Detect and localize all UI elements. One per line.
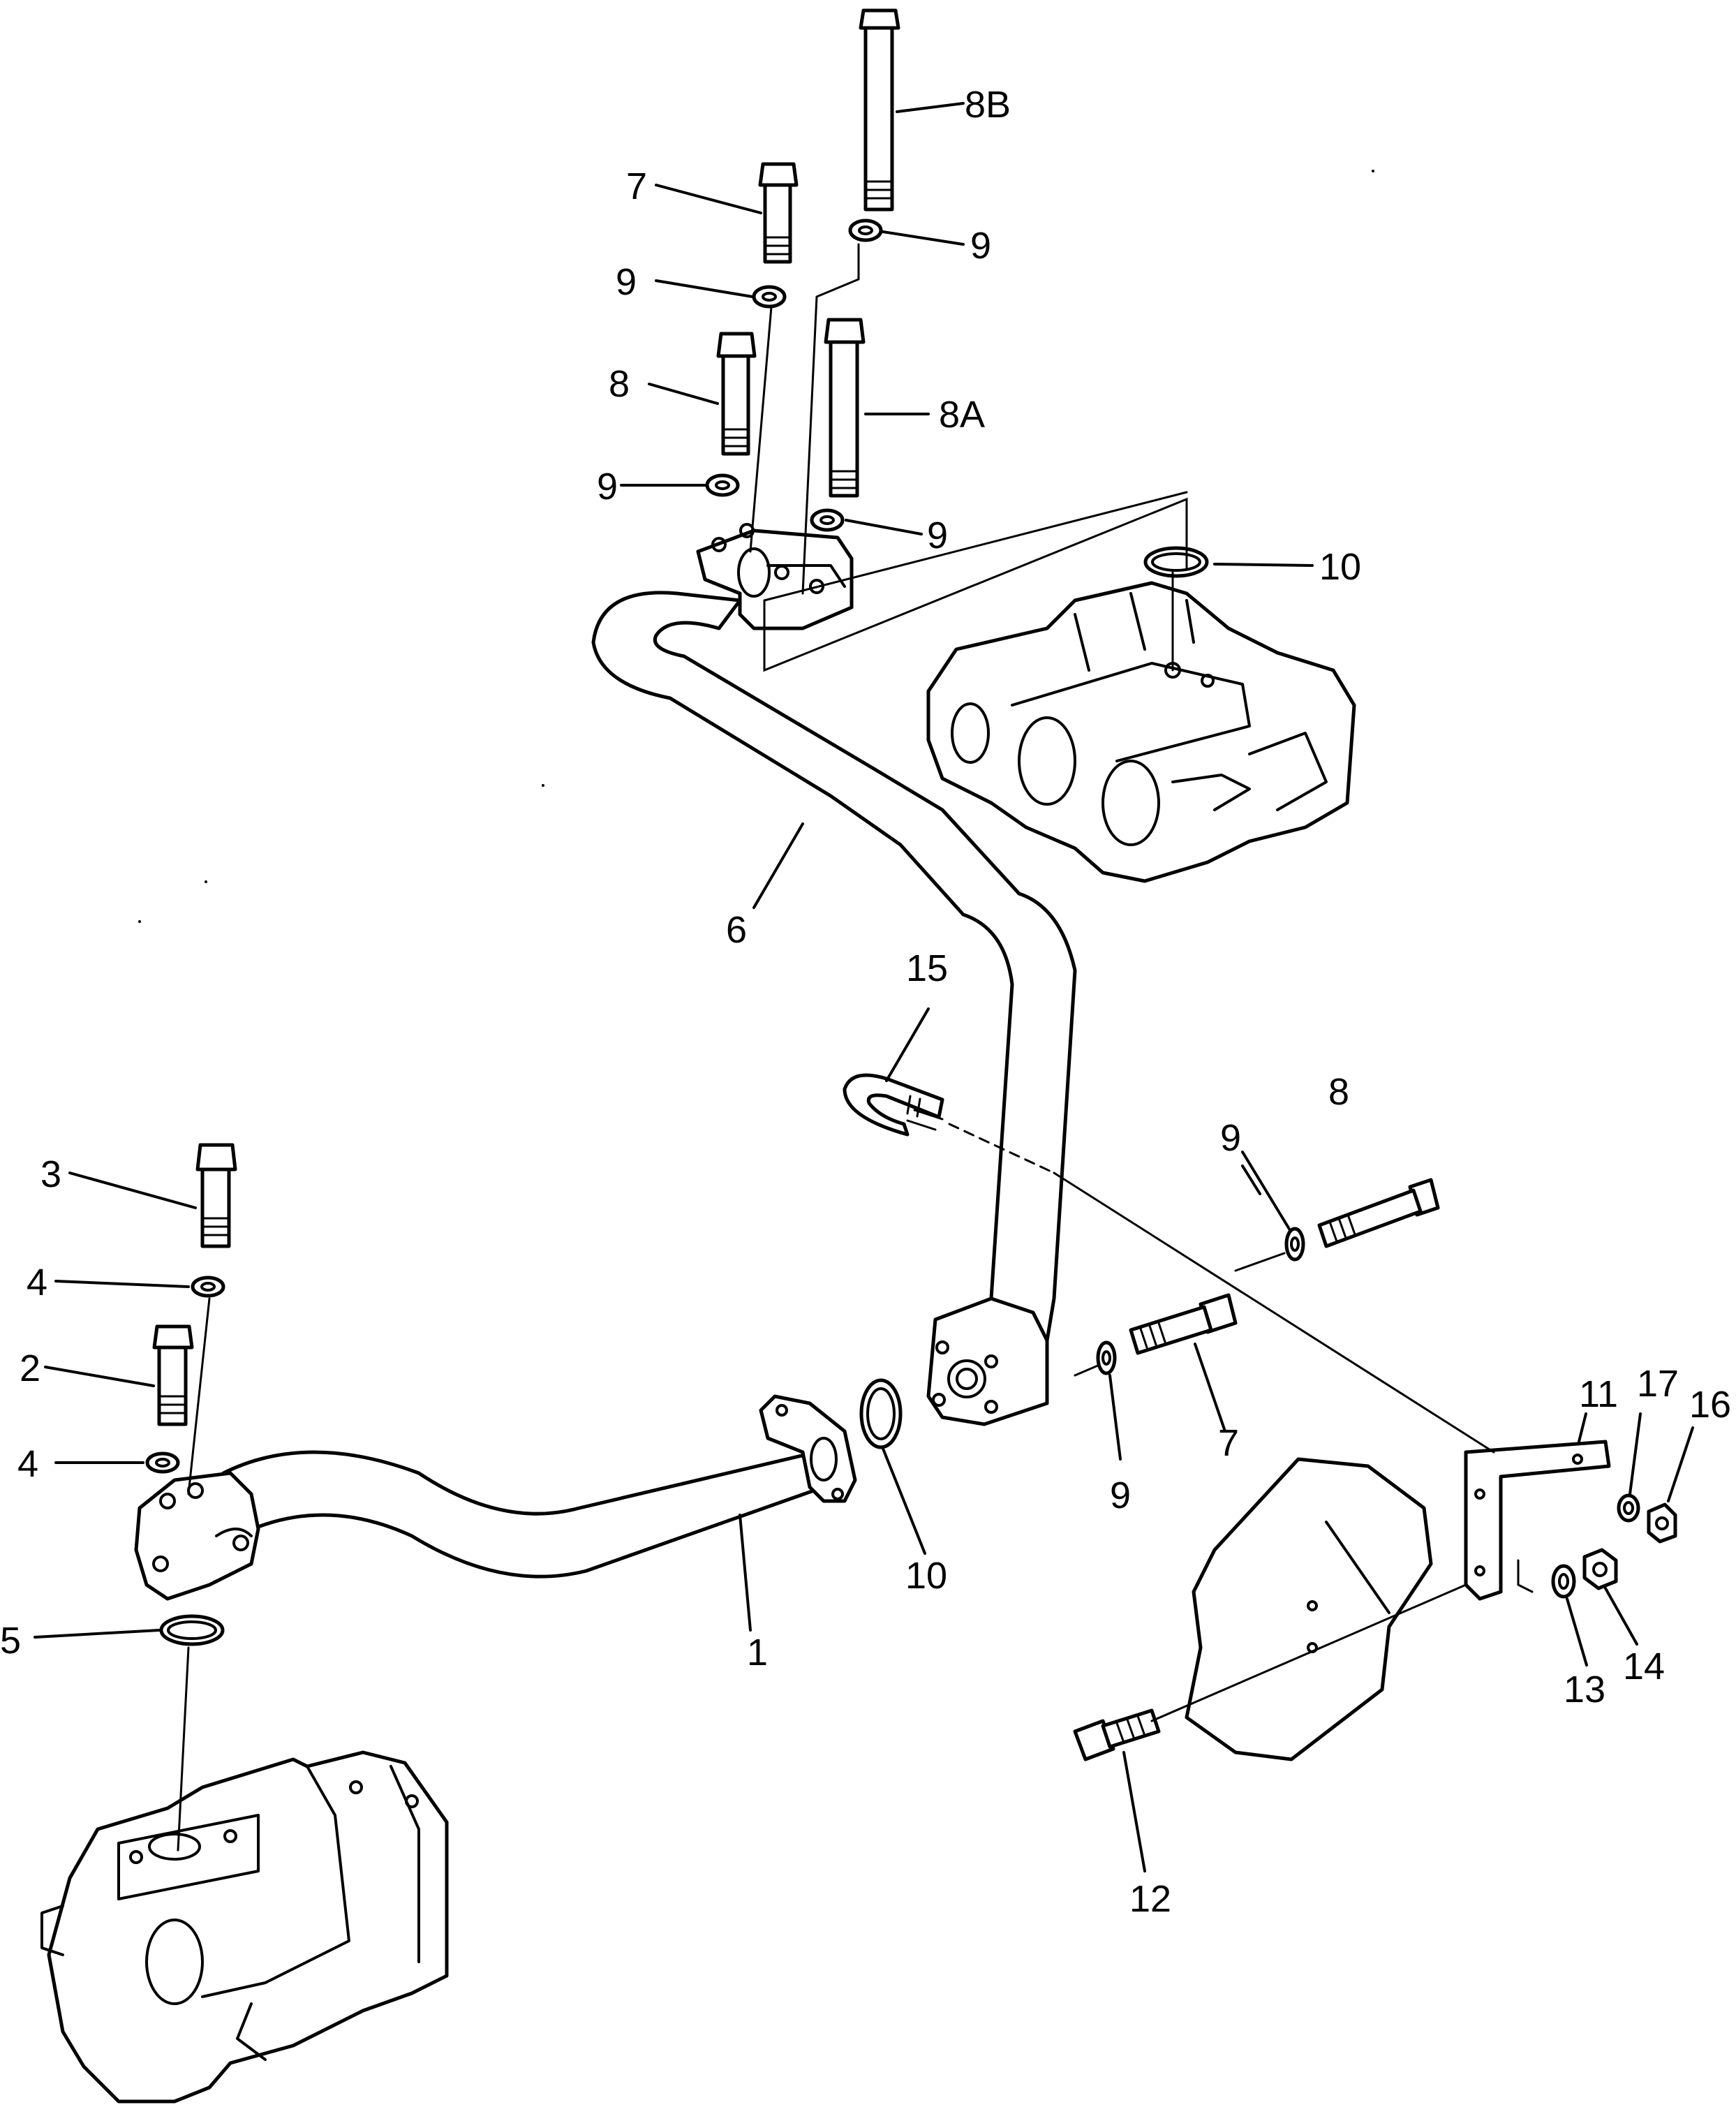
washer-17	[1617, 1493, 1640, 1523]
washer-9-upper-b	[752, 285, 787, 309]
bolt-7-upper	[758, 162, 799, 264]
pipe-1	[134, 1394, 857, 1601]
control-valve	[926, 581, 1356, 883]
washer-9-lower-a	[1284, 1227, 1305, 1262]
callout-8-lower: 8	[1328, 1071, 1349, 1113]
callout-10-lower: 10	[905, 1555, 947, 1597]
callout-13: 13	[1564, 1669, 1605, 1710]
bolt-3	[195, 1143, 237, 1248]
callout-12: 12	[1129, 1878, 1171, 1920]
callout-9-lower-a: 9	[1220, 1117, 1241, 1159]
bolt-8-upper	[716, 332, 757, 456]
washer-9-lower-b	[1096, 1340, 1117, 1375]
frame-bracket-plate	[1185, 1457, 1433, 1761]
hydraulic-pump	[40, 1750, 449, 2104]
bolt-8-lower	[1317, 1178, 1440, 1248]
bolt-2	[152, 1324, 194, 1426]
callout-8b: 8B	[965, 84, 1011, 126]
callout-6: 6	[726, 909, 747, 951]
o-ring-10-upper	[1143, 546, 1209, 578]
washer-4-a	[191, 1276, 225, 1298]
washer-9-upper-d	[810, 508, 845, 532]
bolt-8a	[824, 318, 866, 498]
o-ring-5	[159, 1614, 225, 1646]
callout-8a: 8A	[939, 394, 985, 436]
callout-11: 11	[1579, 1373, 1618, 1415]
bolt-12	[1073, 1708, 1161, 1761]
assembly-center-lines	[177, 243, 1495, 1852]
callout-14: 14	[1623, 1646, 1665, 1687]
callout-7-lower: 7	[1218, 1422, 1239, 1464]
bolt-8b	[859, 8, 900, 212]
bolt-7-lower	[1129, 1293, 1238, 1355]
washer-9-upper-c	[705, 473, 740, 497]
scan-specks	[138, 170, 1374, 923]
nut-16	[1647, 1502, 1677, 1544]
callout-9-upper-c: 9	[597, 466, 618, 508]
callout-3: 3	[40, 1153, 61, 1195]
callout-16: 16	[1689, 1384, 1731, 1426]
nut-14	[1582, 1548, 1618, 1590]
callout-9-upper-d: 9	[927, 515, 948, 556]
callout-17: 17	[1637, 1363, 1679, 1405]
callout-8-upper: 8	[609, 363, 630, 405]
callout-9-upper-a: 9	[970, 225, 991, 267]
callout-9-lower-b: 9	[1110, 1475, 1131, 1516]
callout-5: 5	[0, 1620, 21, 1662]
callout-1: 1	[747, 1632, 768, 1673]
callout-15: 15	[906, 947, 948, 989]
pipe-6	[591, 523, 1077, 1426]
washer-9-upper-a	[848, 219, 883, 242]
leader-lines	[34, 102, 1694, 1872]
callout-7-upper: 7	[626, 165, 647, 207]
callout-9-upper-b: 9	[616, 261, 637, 303]
washer-4-b	[145, 1451, 180, 1474]
callout-10-upper: 10	[1319, 546, 1361, 588]
callout-4-b: 4	[17, 1443, 38, 1485]
u-bolt-clamp-15	[843, 1073, 944, 1137]
callout-labels: 8B 7 9 9 8 8A 9 9 10 6 15 8 9 3 4 2 4 11…	[0, 84, 1731, 1920]
callout-2: 2	[20, 1347, 40, 1389]
washer-13	[1551, 1564, 1576, 1599]
o-ring-10-lower	[859, 1378, 903, 1449]
bracket-11	[1464, 1440, 1611, 1601]
callout-4-a: 4	[27, 1262, 47, 1303]
